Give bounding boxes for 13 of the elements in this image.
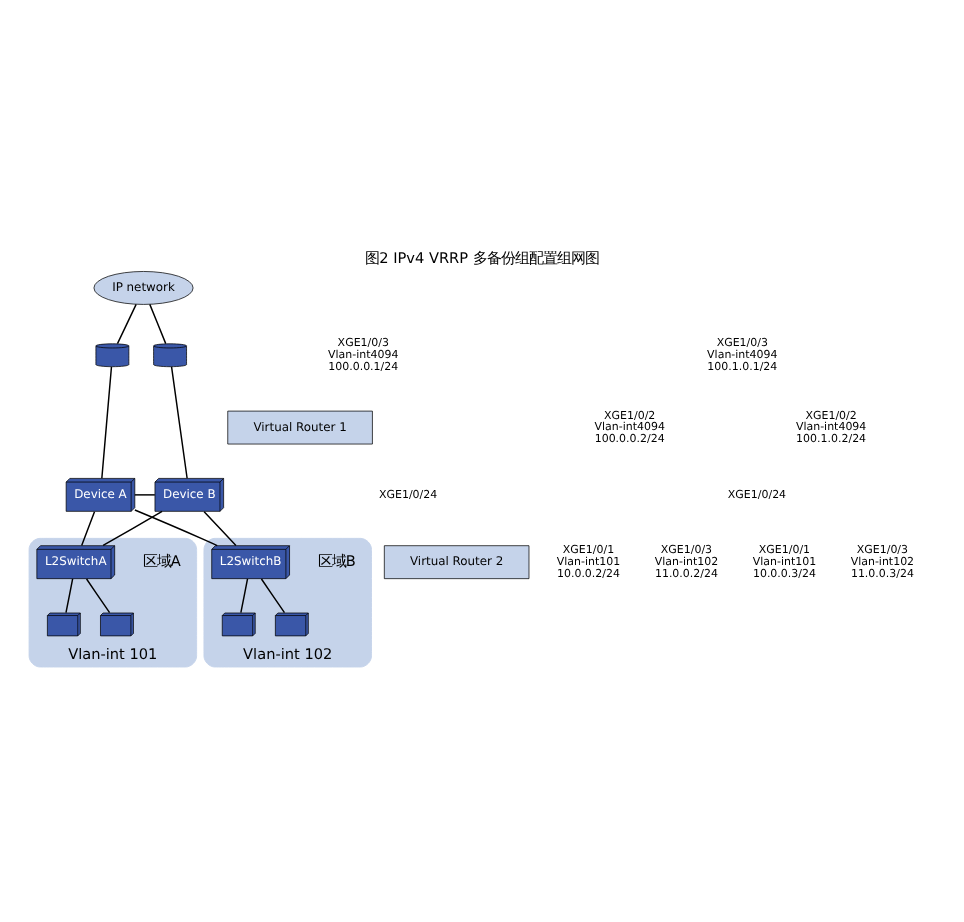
connector [85,578,111,614]
connector [203,510,237,547]
connector [116,303,137,345]
connector [65,578,74,614]
connector [170,366,188,479]
connector [240,578,249,614]
connector [149,303,167,345]
connector [80,510,96,547]
connector [134,509,218,547]
connector [101,366,113,479]
connector [102,510,163,547]
connector [260,578,286,614]
connector [134,494,156,496]
